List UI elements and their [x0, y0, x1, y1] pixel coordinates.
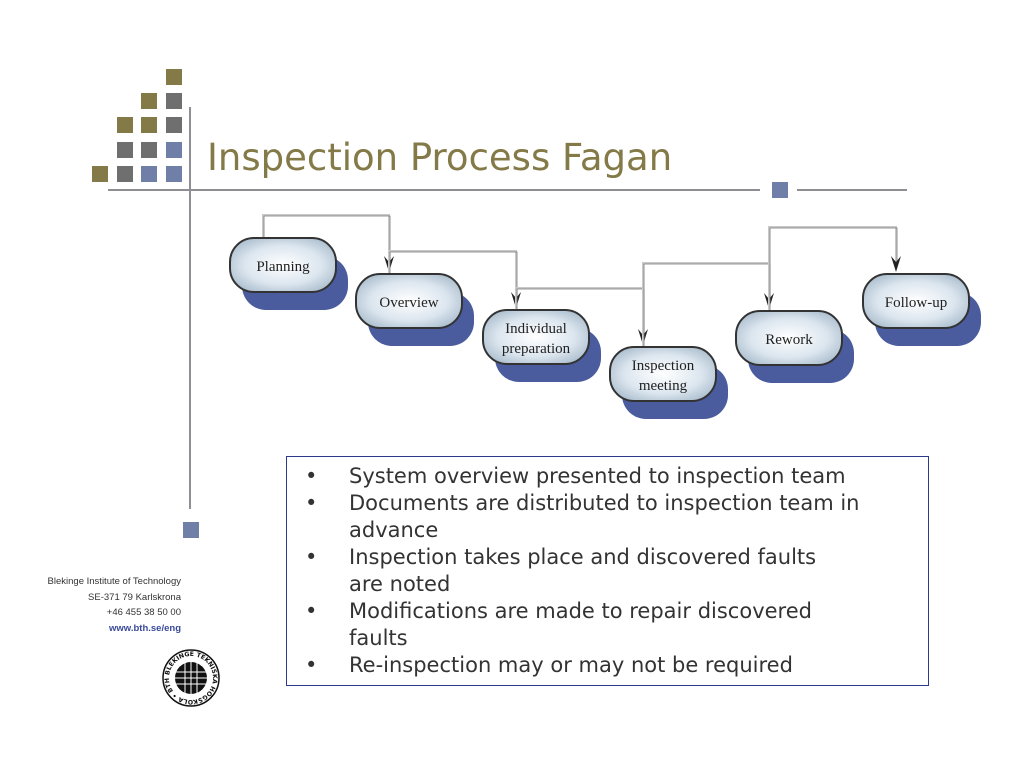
node-group: PlanningOverviewIndividualpreparationIns…: [229, 237, 981, 419]
bullet-box: • System overview presented to inspection…: [286, 456, 929, 686]
bullet-marker: •: [305, 599, 318, 623]
bullet-item: • Re-inspection may or may not be require…: [299, 652, 918, 679]
decor-square: [141, 166, 157, 182]
bullet-text: System overview presented to inspection …: [349, 464, 846, 488]
process-step-overview: Overview: [355, 273, 474, 346]
process-step-follow-up: Follow-up: [862, 273, 981, 346]
step-label: Overview: [379, 295, 438, 311]
footer-institution: Blekinge Institute of Technology: [47, 576, 181, 587]
decor-vertical-rule: [189, 107, 191, 509]
bullet-item: • System overview presented to inspection…: [299, 463, 918, 490]
bullet-marker: •: [305, 464, 318, 488]
footer-phone: +46 455 38 50 00: [106, 607, 181, 618]
decor-title-rule-right: [797, 189, 907, 191]
decor-square: [166, 166, 182, 182]
step-label: Rework: [765, 332, 813, 348]
footer-contact: Blekinge Institute of Technology SE-371 …: [10, 574, 181, 636]
decor-square: [166, 142, 182, 158]
connector-line: [262, 214, 390, 268]
step-pill: [229, 237, 337, 293]
connector-line: [768, 226, 897, 311]
step-pill: [482, 309, 590, 365]
connector-line-edge: [389, 251, 518, 304]
step-label: Inspection: [632, 358, 695, 374]
footer-web-link[interactable]: www.bth.se/eng: [109, 622, 181, 634]
step-pill: [355, 273, 463, 329]
bth-logo-seal: BLEKINGE TEKNISKA HÖGSKOLA • BTH •: [161, 648, 220, 707]
connector-group: [262, 214, 901, 347]
decor-square: [141, 93, 157, 109]
step-pill: [862, 273, 970, 329]
footer-address: SE-371 79 Karlskrona: [88, 591, 181, 603]
page-title: Inspection Process Fagan: [207, 136, 673, 179]
process-step-planning: Planning: [229, 237, 348, 310]
step-label: Individual: [505, 321, 567, 337]
bullet-item: • Modifications are made to repair discov…: [299, 598, 918, 652]
decor-title-rule: [108, 189, 760, 191]
connector-line-edge: [263, 215, 391, 268]
connector-line-edge: [769, 227, 898, 311]
decor-square: [117, 117, 133, 133]
decor-square: [166, 117, 182, 133]
step-label: meeting: [639, 378, 688, 394]
step-label: Planning: [256, 259, 310, 275]
bullet-marker: •: [305, 545, 318, 569]
fagan-process-diagram: PlanningOverviewIndividualpreparationIns…: [229, 214, 981, 419]
bullet-text: Modifications are made to repair discove…: [349, 599, 812, 650]
step-label: Follow-up: [885, 295, 948, 311]
decor-square: [92, 166, 108, 182]
process-step-individual-preparation: Individual preparation: [482, 309, 601, 382]
step-label: preparation: [502, 341, 571, 357]
decor-square: [141, 142, 157, 158]
bullet-item: • Documents are distributed to inspection…: [299, 490, 918, 544]
decor-square: [166, 93, 182, 109]
connector-arrowhead: [891, 256, 901, 272]
decor-square: [141, 117, 157, 133]
connector-line: [388, 250, 517, 304]
decor-square: [117, 166, 133, 182]
bullet-marker: •: [305, 491, 318, 515]
decor-square: [117, 142, 133, 158]
decor-square: [166, 69, 182, 85]
bullet-text: Documents are distributed to inspection …: [349, 491, 860, 542]
bullet-marker: •: [305, 653, 318, 677]
process-step-inspection-meeting: Inspection meeting: [609, 346, 728, 419]
decor-square: [772, 182, 788, 198]
bullet-item: • Inspection takes place and discovered f…: [299, 544, 918, 598]
step-pill: [735, 310, 843, 366]
bullet-text: Re-inspection may or may not be required: [349, 653, 793, 677]
decor-square: [183, 522, 199, 538]
process-step-rework: Rework: [735, 310, 854, 383]
bullet-text: Inspection takes place and discovered fa…: [349, 545, 817, 596]
step-pill: [609, 346, 717, 402]
